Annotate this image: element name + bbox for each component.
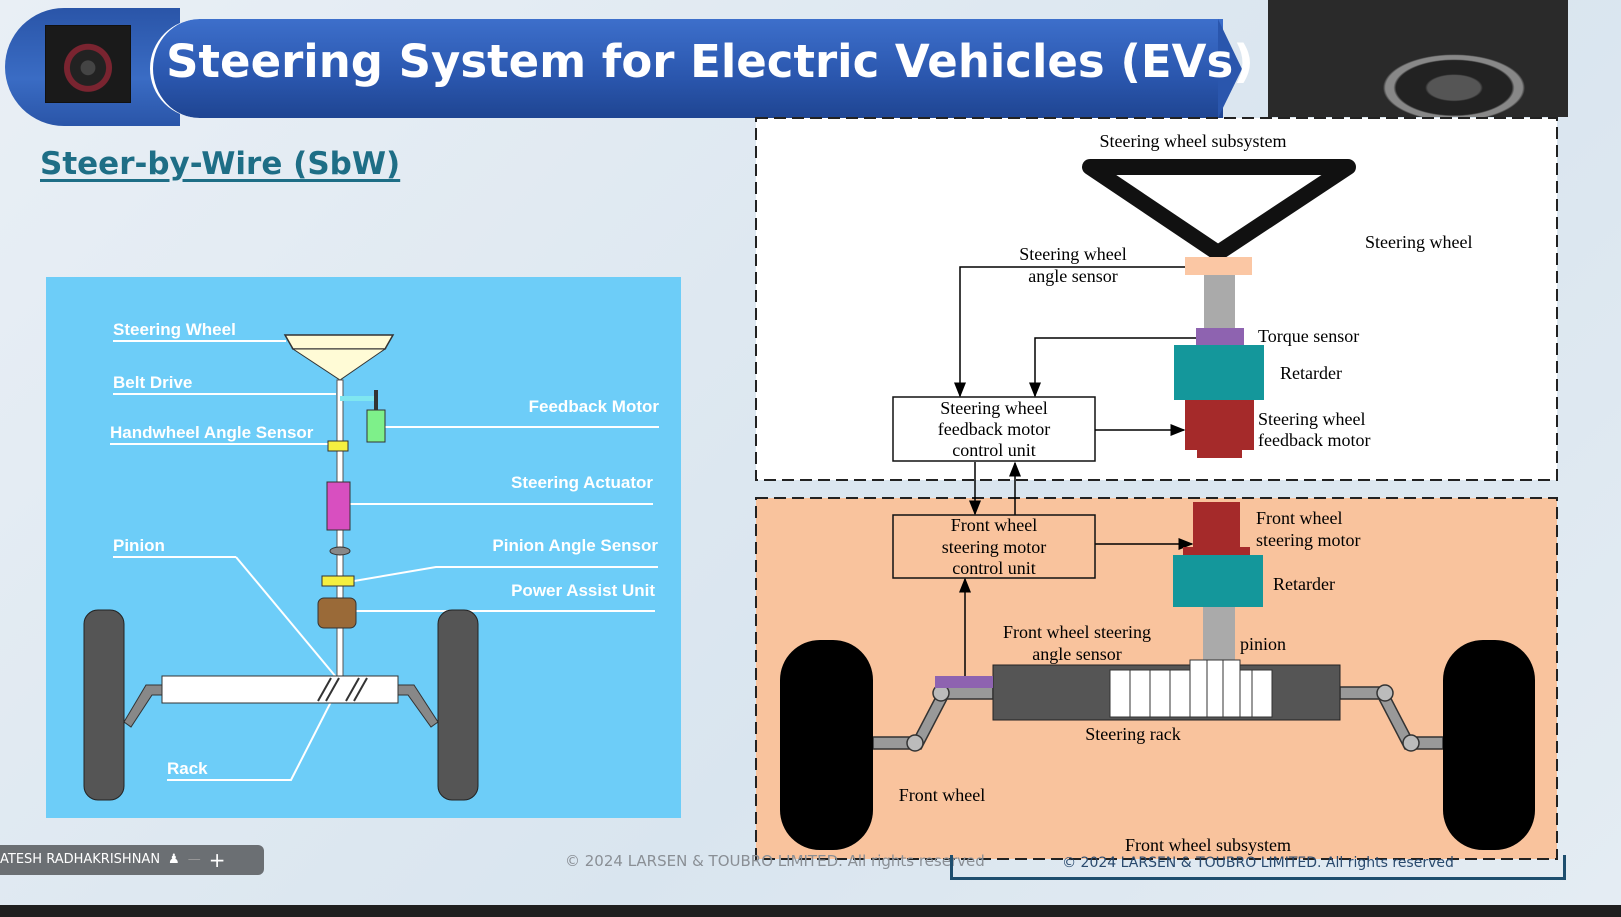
rack-teeth	[317, 677, 368, 702]
feedback-control-unit-line3: control unit	[952, 440, 1036, 460]
feedback-motor-block	[1185, 400, 1254, 450]
right-wheel	[437, 609, 479, 801]
copyright-text: © 2024 LARSEN & TOUBRO LIMITED. All righ…	[565, 852, 985, 870]
front-steering-motor-block	[1193, 502, 1240, 555]
front-wheel-control-unit	[892, 514, 1096, 579]
label-handwheel-angle-sensor: Handwheel Angle Sensor	[110, 423, 314, 442]
tie-rods	[123, 684, 439, 728]
label-retarder-top: Retarder	[1280, 363, 1342, 383]
retarder-block	[1174, 345, 1264, 400]
label-front-motor-1: Front wheel	[1256, 508, 1342, 528]
pin-icon[interactable]: ♟	[168, 852, 180, 867]
diagram-background	[46, 277, 681, 818]
presenter-name-tag: ATESH RADHAKRISHNAN ♟ — +	[0, 845, 264, 875]
expand-icon[interactable]: +	[208, 848, 226, 872]
header-banner	[150, 19, 1223, 118]
label-angle-sensor-2: angle sensor	[1028, 266, 1117, 286]
label-steering-rack: Steering rack	[1085, 724, 1180, 744]
copyright-ghost-text: © 2024 LARSEN & TOUBRO LIMITED. All righ…	[950, 855, 1566, 880]
front-retarder-block	[1173, 555, 1263, 607]
right-front-wheel	[1443, 640, 1535, 850]
label-retarder-bottom: Retarder	[1273, 574, 1335, 594]
belt-drive	[340, 396, 378, 401]
label-front-motor-2: steering motor	[1256, 530, 1360, 550]
feedback-control-unit	[892, 396, 1096, 462]
label-front-angle-sensor-1: Front wheel steering	[1003, 622, 1151, 642]
label-front-angle-sensor-2: angle sensor	[1032, 644, 1121, 664]
handwheel-angle-sensor	[327, 440, 349, 452]
pinion-shaft	[1203, 607, 1235, 660]
left-front-wheel	[780, 640, 873, 850]
label-belt-drive: Belt Drive	[113, 373, 192, 392]
label-angle-sensor-1: Steering wheel	[1019, 244, 1126, 264]
label-feedback-motor: Feedback Motor	[529, 397, 660, 416]
presenter-name: ATESH RADHAKRISHNAN	[0, 852, 161, 867]
label-steering-wheel: Steering Wheel	[113, 320, 236, 339]
signal-arrows	[954, 266, 1196, 676]
steering-wheel-shape	[1082, 159, 1356, 261]
front-control-unit-line2: steering motor	[942, 537, 1046, 557]
angle-sensor-block	[1185, 257, 1252, 275]
minimize-icon[interactable]: —	[187, 852, 201, 867]
label-pinion-angle-sensor: Pinion Angle Sensor	[492, 536, 658, 555]
label-power-assist-unit: Power Assist Unit	[511, 581, 655, 600]
header-banner-arrow	[1218, 19, 1242, 118]
label-rack: Rack	[167, 759, 208, 778]
label-steering-actuator: Steering Actuator	[511, 473, 653, 492]
label-pinion: pinion	[1240, 634, 1286, 654]
front-control-unit-line3: control unit	[952, 558, 1036, 578]
steering-actuator	[326, 481, 351, 531]
steering-column	[1204, 275, 1235, 330]
label-feedback-motor-2: feedback motor	[1258, 430, 1370, 450]
feedback-control-unit-line2: feedback motor	[938, 419, 1050, 439]
front-control-unit-line1: Front wheel	[951, 515, 1037, 535]
sbw-block-diagram: Steering wheel subsystem Steering wheel …	[755, 117, 1558, 860]
steering-wheel-cone	[291, 348, 387, 381]
rack	[161, 675, 399, 704]
front-steering-motor-flange	[1183, 547, 1250, 555]
leader-lines	[110, 340, 659, 781]
torque-sensor-block	[1196, 328, 1244, 345]
motor-shaft	[374, 390, 378, 410]
bottom-subsystem-title: Front wheel subsystem	[1125, 835, 1291, 855]
label-feedback-motor-1: Steering wheel	[1258, 409, 1365, 429]
label-steering-wheel: Steering wheel	[1365, 232, 1472, 252]
section-subtitle: Steer-by-Wire (SbW)	[40, 146, 401, 182]
front-angle-sensor-block	[935, 676, 993, 688]
steering-wheel-photo	[45, 25, 131, 103]
left-wheel	[83, 609, 125, 801]
feedback-control-unit-line1: Steering wheel	[940, 398, 1047, 418]
page-title: Steering System for Electric Vehicles (E…	[166, 35, 1254, 88]
rack-teeth	[1109, 659, 1273, 718]
bottom-bar	[0, 905, 1621, 917]
power-assist-unit	[317, 597, 357, 629]
feedback-motor	[366, 409, 386, 443]
dashboard-photo	[1268, 0, 1568, 117]
steering-wheel-subsystem-box	[755, 117, 1558, 481]
sbw-schematic-diagram: Steering Wheel Belt Drive Handwheel Angl…	[46, 277, 681, 818]
label-pinion: Pinion	[113, 536, 165, 555]
feedback-motor-base	[1197, 450, 1242, 458]
pinion-angle-sensor	[321, 575, 355, 587]
label-torque-sensor: Torque sensor	[1258, 326, 1359, 346]
steering-wheel-shape	[283, 334, 395, 350]
label-front-wheel: Front wheel	[899, 785, 985, 805]
top-subsystem-title: Steering wheel subsystem	[1100, 131, 1287, 151]
coupling	[329, 546, 351, 556]
